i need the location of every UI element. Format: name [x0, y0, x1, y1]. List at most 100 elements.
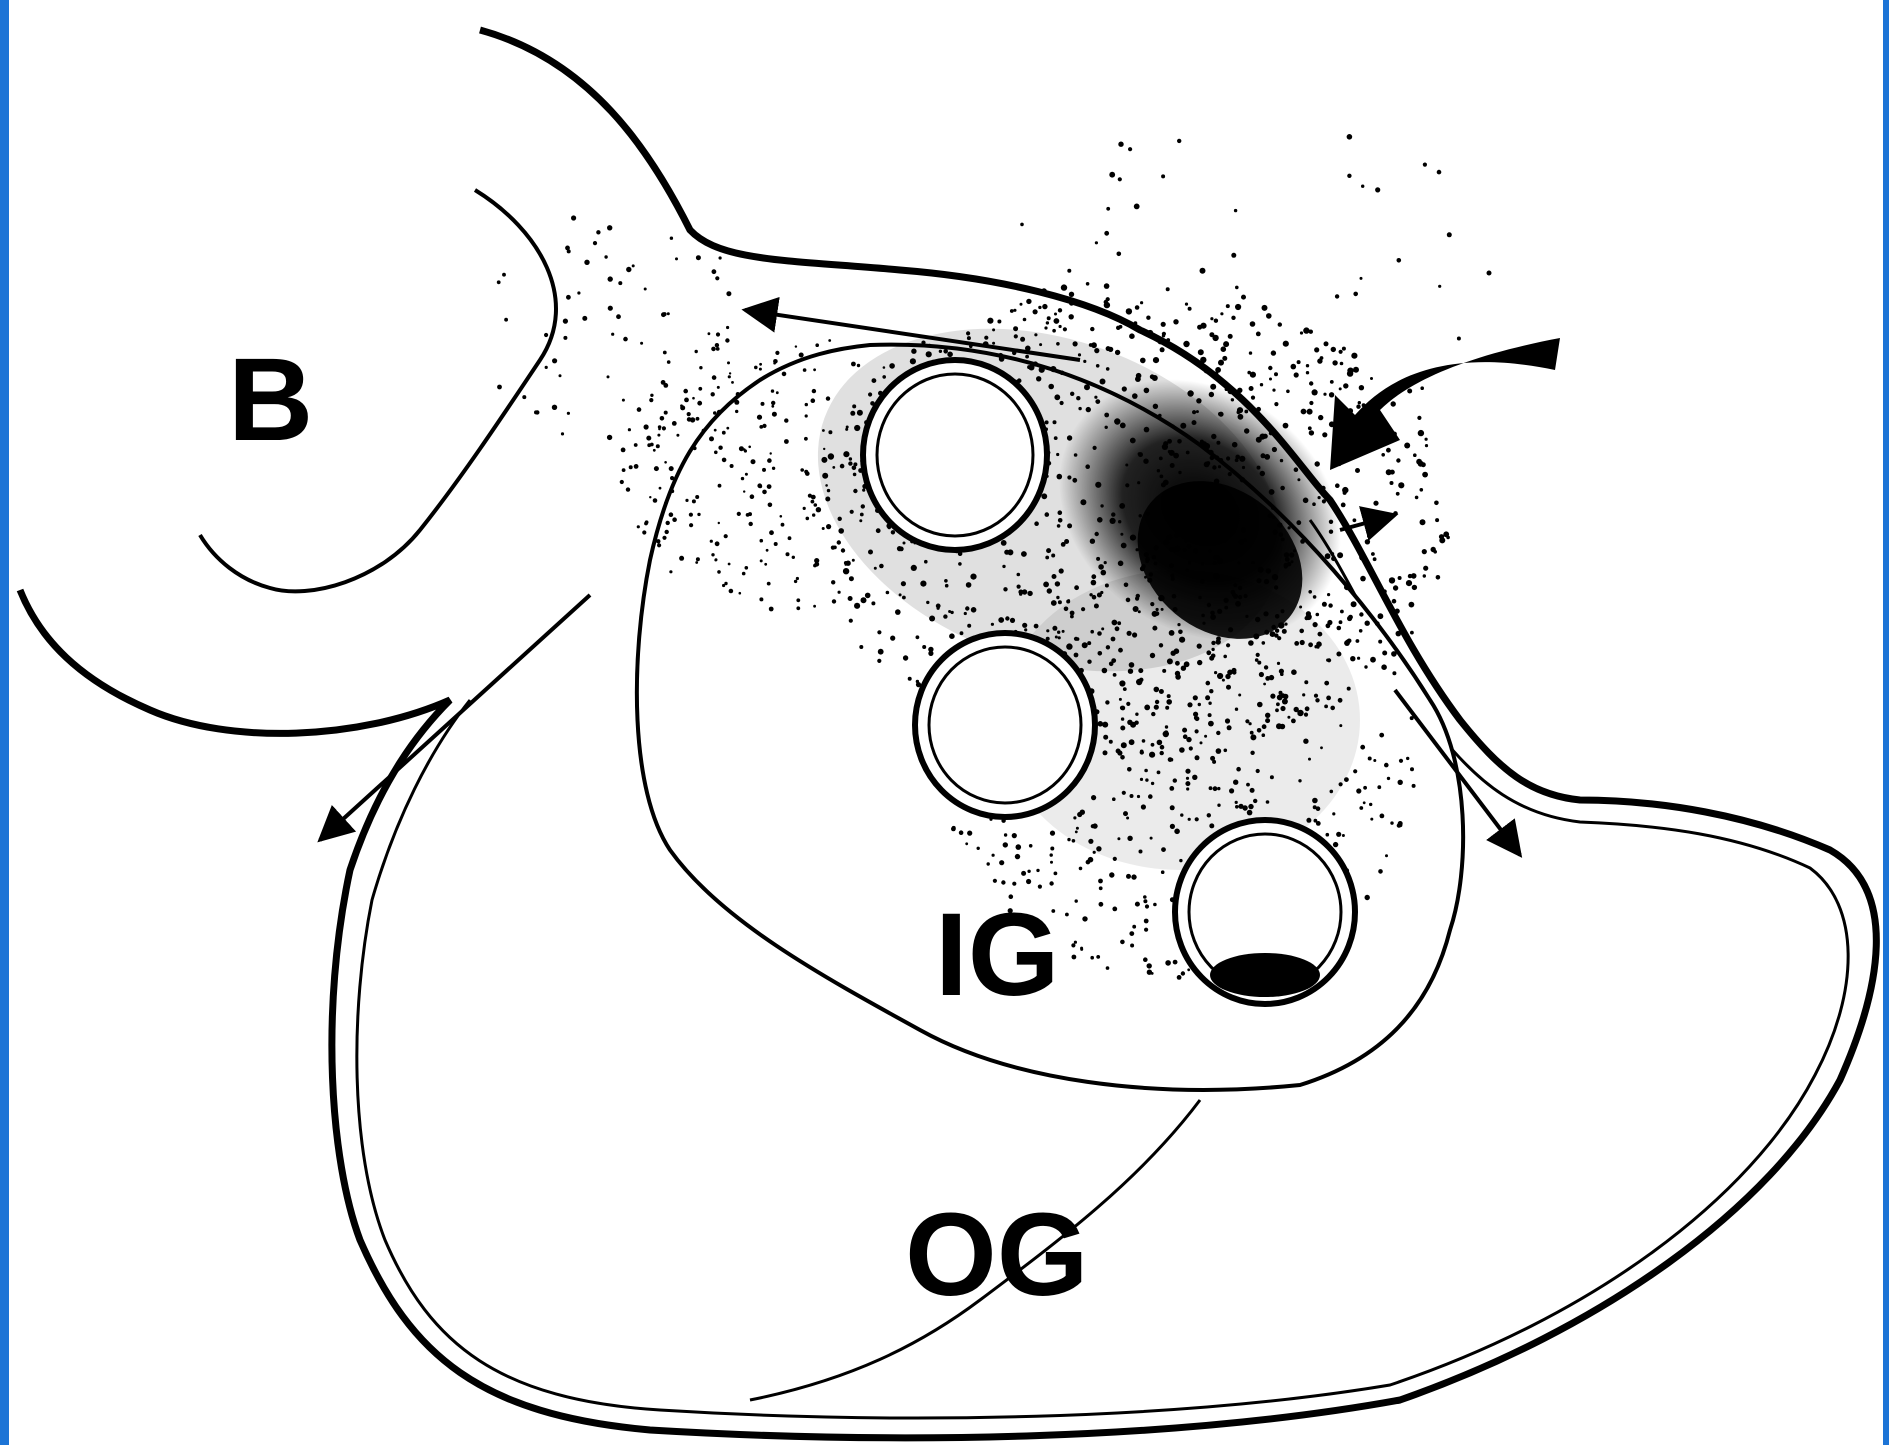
stipple-dot: [967, 831, 972, 836]
stipple-dot: [1104, 302, 1110, 308]
stipple-dot: [728, 563, 731, 566]
stipple-dot: [851, 362, 856, 367]
stipple-dot: [1318, 496, 1321, 499]
stipple-dot: [1247, 810, 1253, 816]
stipple-dot: [762, 424, 766, 428]
stipple-dot: [1056, 453, 1059, 456]
stipple-dot: [1016, 844, 1022, 850]
stipple-dot: [1160, 347, 1165, 352]
stipple-dot: [1173, 778, 1177, 782]
stipple-dot: [1187, 544, 1191, 548]
stipple-dot: [1359, 554, 1365, 560]
stipple-dot: [1093, 851, 1096, 854]
stipple-dot: [1162, 332, 1166, 336]
stipple-dot: [967, 336, 971, 340]
stipple-dot: [1155, 700, 1159, 704]
stipple-dot: [1359, 806, 1363, 810]
stipple-dot: [1153, 404, 1158, 409]
stipple-dot: [1280, 724, 1286, 730]
stipple-dot: [1355, 468, 1360, 473]
stipple-dot: [1164, 540, 1169, 545]
stipple-dot: [1384, 763, 1389, 768]
stipple-dot: [675, 257, 678, 260]
stipple-dot: [1183, 548, 1187, 552]
stipple-dot: [1380, 814, 1385, 819]
stipple-dot: [1128, 147, 1132, 151]
stipple-dot: [1106, 645, 1110, 649]
stipple-dot: [1340, 610, 1344, 614]
stipple-dot: [1091, 824, 1095, 828]
stipple-dot: [1260, 434, 1266, 440]
stipple-dot: [1177, 439, 1182, 444]
stipple-dot: [822, 527, 825, 530]
stipple-dot: [971, 607, 977, 613]
stipple-dot: [1205, 695, 1210, 700]
stipple-dot: [1073, 341, 1078, 346]
stipple-dot: [1099, 902, 1104, 907]
stipple-dot: [1153, 903, 1157, 907]
stipple-dot: [1209, 550, 1212, 553]
stipple-dot: [1232, 670, 1236, 674]
stipple-dot: [664, 411, 668, 415]
stipple-dot: [1238, 586, 1242, 590]
stipple-dot: [718, 446, 722, 450]
stipple-dot: [1208, 702, 1211, 705]
stipple-dot: [1221, 509, 1225, 513]
stipple-dot: [1044, 326, 1047, 329]
stipple-dot: [1218, 360, 1224, 366]
stipple-dot: [1303, 327, 1309, 333]
stipple-dot: [1173, 960, 1178, 965]
stipple-dot: [1206, 461, 1210, 465]
stipple-dot: [1109, 740, 1113, 744]
stipple-dot: [1082, 916, 1087, 921]
stipple-dot: [1208, 713, 1212, 717]
stipple-dot: [1151, 972, 1154, 975]
stipple-dot: [1054, 436, 1058, 440]
stipple-dot: [1075, 899, 1078, 902]
stipple-dot: [571, 215, 576, 220]
stipple-dot: [767, 484, 772, 489]
stipple-dot: [1161, 322, 1166, 327]
stipple-dot: [944, 579, 948, 583]
stipple-dot: [1232, 442, 1238, 448]
stipple-dot: [882, 375, 886, 379]
stipple-dot: [1021, 551, 1027, 557]
stipple-dot: [1370, 818, 1373, 821]
stipple-dot: [1052, 329, 1056, 333]
stipple-dot: [1144, 427, 1150, 433]
stipple-dot: [1087, 660, 1091, 664]
stipple-dot: [1260, 471, 1265, 476]
stipple-dot: [1148, 794, 1153, 799]
stipple-dot: [1235, 801, 1238, 804]
stipple-dot: [1053, 420, 1057, 424]
stipple-dot: [1004, 833, 1007, 836]
stipple-dot: [1228, 627, 1233, 632]
stipple-dot: [1286, 390, 1290, 394]
stipple-dot: [644, 288, 647, 291]
stipple-dot: [577, 291, 580, 294]
stipple-dot: [1330, 706, 1335, 711]
stipple-dot: [1280, 459, 1283, 462]
stipple-dot: [1179, 859, 1182, 862]
stipple-dot: [1110, 518, 1116, 524]
stipple-dot: [632, 264, 635, 267]
stipple-dot: [650, 443, 654, 447]
stipple-dot: [1058, 518, 1063, 523]
stipple-dot: [1174, 829, 1180, 835]
stipple-dot: [970, 574, 976, 580]
stipple-dot: [769, 530, 774, 535]
stipple-dot: [1304, 680, 1308, 684]
stipple-dot: [992, 328, 995, 331]
stipple-dot: [1210, 456, 1215, 461]
stipple-dot: [1363, 801, 1366, 804]
stipple-dot: [1201, 563, 1204, 566]
stipple-dot: [1059, 325, 1062, 328]
label-ig: IG: [935, 889, 1060, 1021]
stipple-dot: [759, 368, 762, 371]
stipple-dot: [1129, 931, 1134, 936]
stipple-dot: [1074, 941, 1077, 944]
stipple-dot: [1271, 506, 1275, 510]
stipple-dot: [1151, 712, 1155, 716]
stipple-dot: [1209, 392, 1214, 397]
stipple-dot: [1098, 879, 1103, 884]
